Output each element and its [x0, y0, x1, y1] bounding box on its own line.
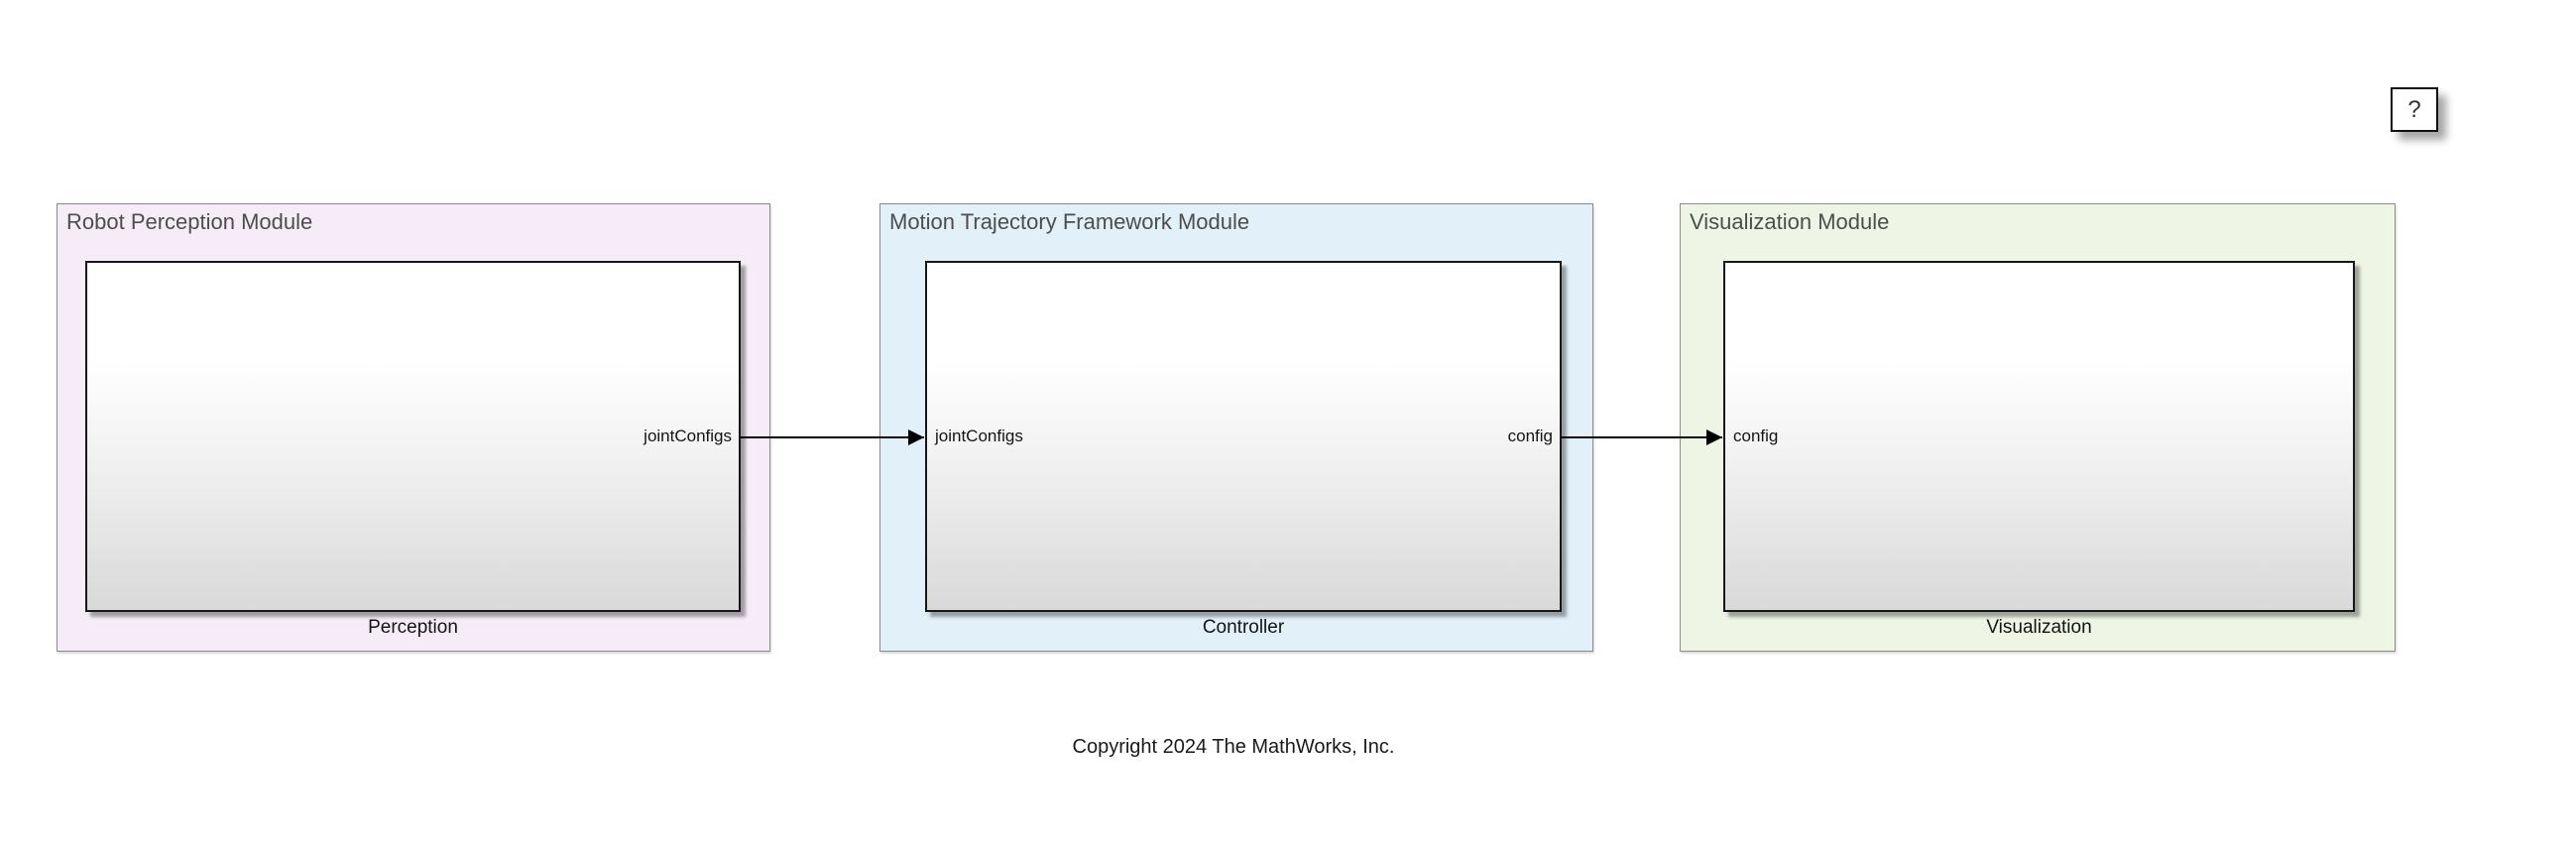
signal-wire-jointconfigs[interactable] — [740, 429, 924, 445]
input-port-label-jointconfigs: jointConfigs — [935, 427, 1023, 445]
copyright-annotation: Copyright 2024 The MathWorks, Inc. — [1072, 736, 1395, 758]
input-port-label-config: config — [1733, 427, 1779, 445]
block-perception[interactable]: jointConfigs — [85, 261, 741, 612]
area-title-visualization-module: Visualization Module — [1690, 209, 1890, 234]
output-port-label-jointconfigs: jointConfigs — [644, 427, 732, 445]
arrowhead-icon — [1706, 429, 1722, 445]
signal-wire-config[interactable] — [1561, 429, 1722, 445]
area-title-robot-perception-module: Robot Perception Module — [66, 209, 313, 234]
block-name-controller: Controller — [1202, 617, 1285, 638]
area-title-motion-trajectory-framework-module: Motion Trajectory Framework Module — [889, 209, 1250, 234]
output-port-label-config: config — [1507, 427, 1553, 445]
area-motion-trajectory-framework-module[interactable]: Motion Trajectory Framework Module joint… — [879, 203, 1593, 652]
area-visualization-module[interactable]: Visualization Module config Visualizatio… — [1680, 203, 2396, 652]
arrowhead-icon — [908, 429, 924, 445]
block-name-visualization: Visualization — [1986, 617, 2092, 638]
block-name-perception: Perception — [368, 617, 458, 638]
help-button[interactable]: ? — [2391, 87, 2438, 132]
area-robot-perception-module[interactable]: Robot Perception Module jointConfigs Per… — [57, 203, 770, 652]
block-visualization[interactable]: config — [1723, 261, 2355, 612]
block-controller[interactable]: jointConfigs config — [925, 261, 1562, 612]
